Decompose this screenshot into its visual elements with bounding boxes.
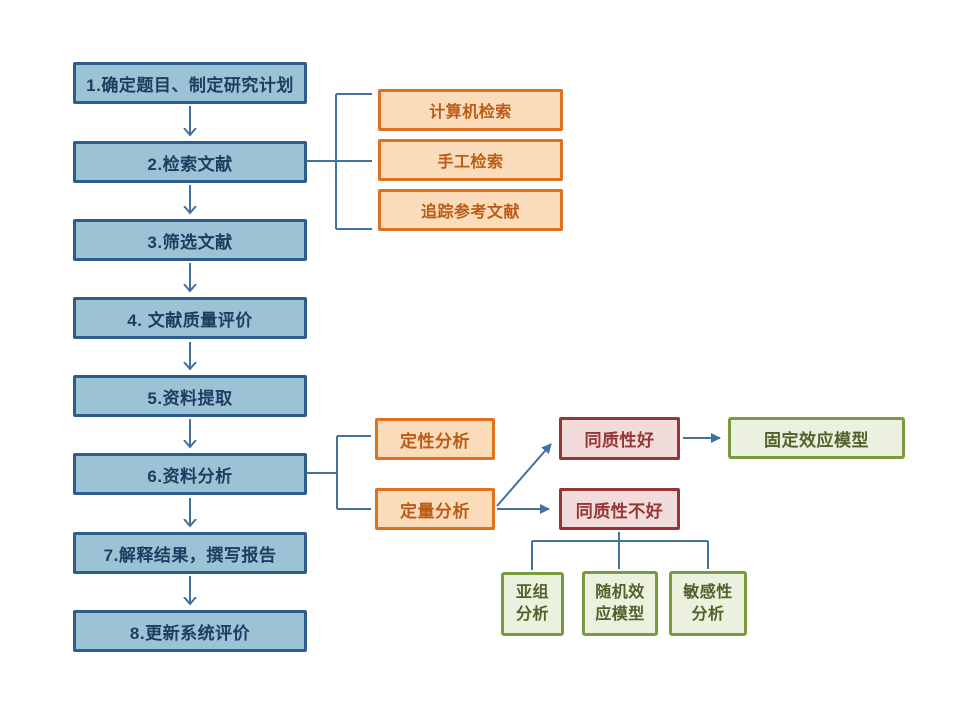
- random-effect-model-box: 随机效 应模型: [582, 571, 658, 636]
- tree-connector-heterogeneity: [531, 532, 709, 570]
- step-box-5: 5.资料提取: [73, 375, 307, 417]
- bracket-search-methods: [307, 93, 372, 230]
- step-box-2: 2.检索文献: [73, 141, 307, 183]
- step-box-6: 6.资料分析: [73, 453, 307, 495]
- bracket-analysis-types: [307, 435, 371, 510]
- homogeneity-bad-box: 同质性不好: [559, 488, 680, 530]
- sensitivity-analysis-box: 敏感性 分析: [669, 571, 747, 636]
- search-method-reference-tracking-box: 追踪参考文献: [378, 189, 563, 231]
- step-box-1: 1.确定题目、制定研究计划: [73, 62, 307, 104]
- fixed-effect-model-box: 固定效应模型: [728, 417, 905, 459]
- search-method-computer-box: 计算机检索: [378, 89, 563, 131]
- subgroup-analysis-box: 亚组 分析: [501, 572, 564, 636]
- search-method-manual-box: 手工检索: [378, 139, 563, 181]
- step-box-4: 4. 文献质量评价: [73, 297, 307, 339]
- step-box-7: 7.解释结果，撰写报告: [73, 532, 307, 574]
- step-box-3: 3.筛选文献: [73, 219, 307, 261]
- homogeneity-good-box: 同质性好: [559, 417, 680, 460]
- quantitative-analysis-box: 定量分析: [375, 488, 495, 530]
- arrow-to-homogeneity-good: [496, 443, 552, 507]
- qualitative-analysis-box: 定性分析: [375, 418, 495, 460]
- step-box-8: 8.更新系统评价: [73, 610, 307, 652]
